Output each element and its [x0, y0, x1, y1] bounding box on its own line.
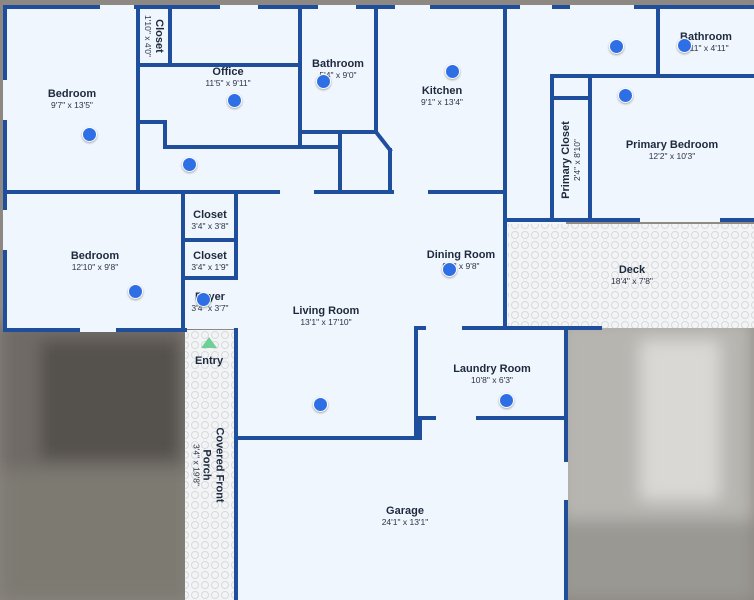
room-name: Covered Front Porch	[200, 427, 226, 503]
room-dims: 12'10" x 9'8"	[71, 261, 119, 272]
room-dims: 9'7" x 13'5"	[51, 99, 93, 110]
hotspot-bedroom-lower[interactable]	[128, 284, 143, 299]
hotspot-primary-bedroom[interactable]	[618, 88, 633, 103]
room-name: Primary Closet	[559, 121, 572, 199]
hotspot-bathroom-right[interactable]	[677, 38, 692, 53]
room-dims: 9'1" x 13'4"	[421, 96, 463, 107]
room-label-laundry-room: Laundry Room 10'8" x 6'3"	[453, 363, 531, 385]
room-name: Office	[212, 66, 244, 78]
room-label-deck: Deck 18'4" x 7'8"	[611, 264, 653, 286]
hotspot-foyer[interactable]	[196, 292, 211, 307]
entry-text: Entry	[194, 355, 224, 367]
room-name: Kitchen	[421, 85, 463, 97]
room-label-bathroom-right: Bathroom 8'11" x 4'11"	[680, 31, 732, 53]
porch-area	[185, 330, 235, 600]
room-dims: 2'4" x 8'10"	[571, 139, 582, 181]
room-dims: 3'4" x 19'8"	[191, 444, 202, 486]
room-dims: 11'5" x 9'11"	[205, 77, 251, 88]
hotspot-hallway[interactable]	[182, 157, 197, 172]
hotspot-upper-right[interactable]	[609, 39, 624, 54]
room-dims: 13'1" x 17'10"	[300, 316, 352, 327]
room-label-bedroom-left: Bedroom 9'7" x 13'5"	[48, 88, 96, 110]
hotspot-bedroom-left[interactable]	[82, 127, 97, 142]
room-dims: 1'10" x 4'0"	[143, 15, 154, 57]
room-name: Closet	[153, 19, 166, 53]
hotspot-dining-room[interactable]	[442, 262, 457, 277]
hotspot-laundry-room[interactable]	[499, 393, 514, 408]
hotspot-kitchen[interactable]	[445, 64, 460, 79]
room-dims: 10'8" x 6'3"	[471, 374, 513, 385]
room-dims: 24'1" x 13'1"	[381, 516, 429, 527]
hotspot-living-room[interactable]	[313, 397, 328, 412]
room-label-kitchen: Kitchen 9'1" x 13'4"	[421, 85, 463, 107]
room-dims: 3'4" x 3'7"	[191, 302, 229, 313]
room-label-covered-porch: Covered Front Porch 3'4" x 19'8"	[190, 415, 225, 515]
room-name: Laundry Room	[453, 363, 531, 375]
room-name: Deck	[618, 264, 646, 276]
windows	[3, 5, 720, 500]
room-label-garage: Garage 24'1" x 13'1"	[382, 505, 429, 527]
room-name: Dining Room	[426, 249, 496, 261]
room-dims: 3'4" x 3'8"	[191, 220, 229, 231]
room-label-bathroom-center: Bathroom 5'4" x 9'0"	[312, 58, 364, 80]
room-dims: 5'4" x 9'0"	[319, 69, 357, 80]
room-dims: 8'11" x 4'11"	[683, 42, 729, 53]
room-dims: 3'4" x 1'9"	[191, 261, 229, 272]
room-name: Closet	[193, 209, 227, 221]
room-label-closet-a: Closet 3'4" x 3'8"	[191, 209, 228, 231]
room-label-living-room: Living Room 13'1" x 17'10"	[293, 305, 360, 327]
room-name: Closet	[193, 250, 227, 262]
room-label-closet-top: Closet 1'10" x 4'0"	[143, 15, 166, 57]
room-name: Bedroom	[47, 88, 97, 100]
room-name: Living Room	[292, 305, 360, 317]
room-label-dining-room: Dining Room 9'1" x 9'8"	[427, 249, 495, 271]
room-label-primary-closet: Primary Closet 2'4" x 8'10"	[560, 121, 582, 199]
room-dims: 18'4" x 7'8"	[611, 275, 653, 286]
deck-area	[508, 224, 754, 328]
room-name: Bathroom	[680, 31, 732, 43]
room-name: Primary Bedroom	[625, 139, 719, 151]
room-label-closet-b: Closet 3'4" x 1'9"	[191, 250, 228, 272]
entry-marker-icon[interactable]	[201, 337, 217, 348]
room-name: Bathroom	[312, 58, 364, 70]
room-label-bedroom-lower: Bedroom 12'10" x 9'8"	[71, 250, 119, 272]
hotspot-bathroom-center[interactable]	[316, 74, 331, 89]
room-label-office: Office 11'5" x 9'11"	[205, 66, 250, 88]
room-label-primary-bedroom: Primary Bedroom 12'2" x 10'3"	[626, 139, 718, 161]
room-dims: 9'1" x 9'8"	[442, 260, 480, 271]
entry-label: Entry	[195, 355, 223, 368]
room-name: Bedroom	[70, 250, 120, 262]
hotspot-office[interactable]	[227, 93, 242, 108]
room-name: Garage	[386, 505, 424, 517]
room-dims: 12'2" x 10'3"	[648, 150, 696, 161]
